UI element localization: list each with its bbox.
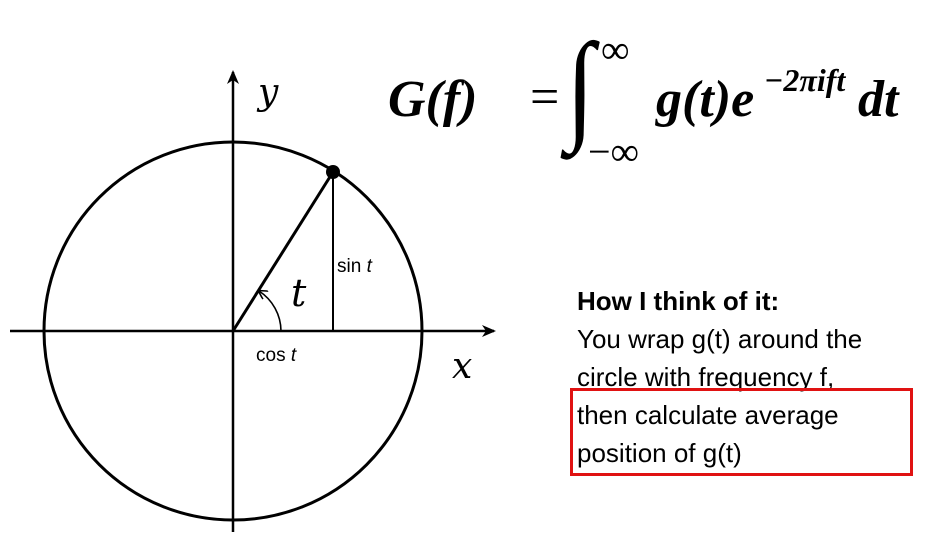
fourier-transform-formula: G(f) = ∫ ∞ −∞ g(t)e −2πift dt [388, 19, 928, 178]
highlight-box [570, 388, 913, 476]
formula-integrand: g(t)e [656, 71, 755, 128]
angle-label: t [291, 271, 307, 315]
unit-circle-diagram: y x t sin t cos t [10, 70, 496, 532]
note-line: You wrap g(t) around the [577, 324, 863, 354]
x-axis-label: x [452, 346, 472, 387]
formula-exponent: −2πift [764, 62, 846, 98]
note-line: then calculate average [577, 400, 839, 430]
formula-differential: dt [858, 71, 899, 128]
point-on-circle [326, 165, 340, 179]
formula-equals: = [530, 69, 560, 126]
formula-lhs: G(f) [388, 71, 478, 128]
note-heading: How I think of it: [577, 286, 780, 316]
radius-line [231, 171, 335, 332]
cos-t-label: cos t [256, 345, 297, 366]
integral-lower-limit: −∞ [588, 129, 640, 174]
note-line: position of g(t) [577, 438, 742, 468]
angle-arc [259, 291, 282, 332]
y-axis-label: y [256, 72, 279, 113]
sin-t-label: sin t [337, 256, 373, 277]
integral-sign: ∫ [566, 19, 595, 154]
explanation-note: How I think of it: You wrap g(t) around … [577, 282, 937, 472]
note-line: circle with frequency f, [577, 362, 835, 392]
integral-upper-limit: ∞ [601, 27, 630, 72]
